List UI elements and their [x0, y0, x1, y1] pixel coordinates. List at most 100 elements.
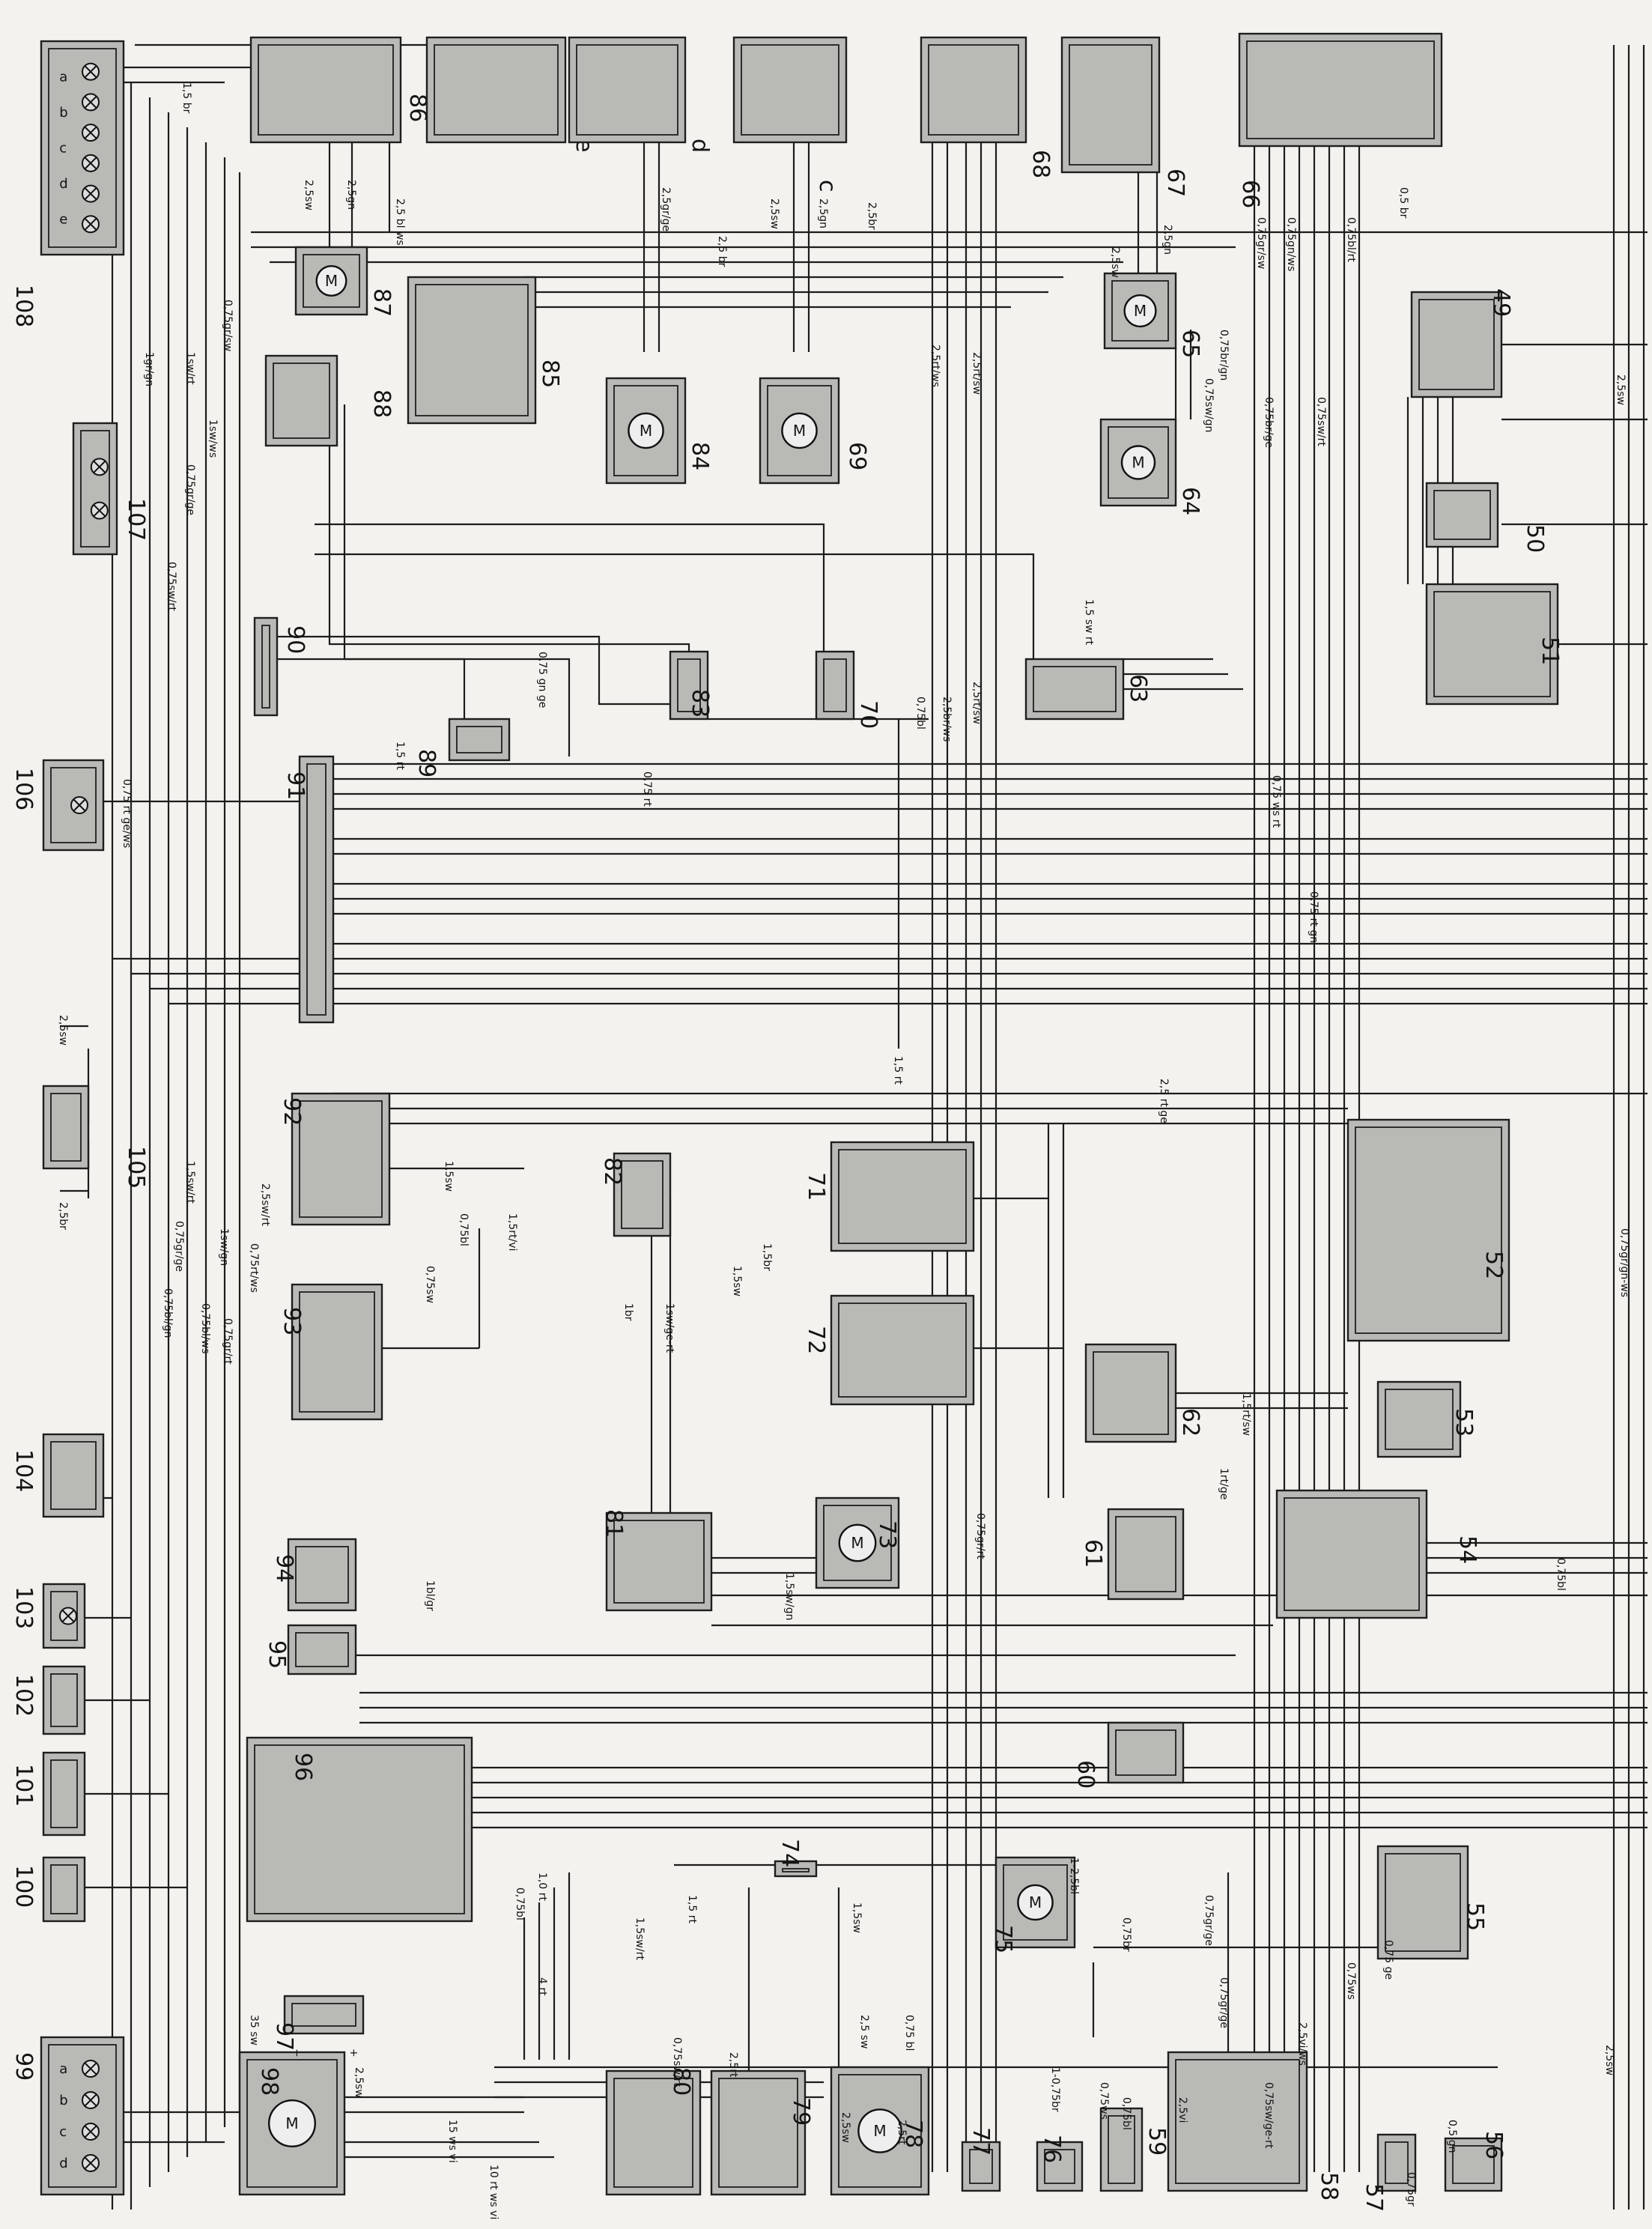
component-box — [42, 1085, 90, 1170]
wire-label: 0,5 br — [1397, 187, 1409, 219]
component-inner-outline — [741, 44, 839, 136]
component-inner-outline — [434, 44, 559, 136]
component-number: 79 — [788, 2097, 814, 2126]
component-number: 108 — [10, 285, 37, 327]
wire-label: 1,5sw — [443, 1161, 455, 1192]
component-inner-outline — [613, 2078, 693, 2188]
component-inner-outline — [295, 1546, 349, 1604]
component-number: 54 — [1454, 1535, 1481, 1564]
wire-label: 2,5rt — [727, 2052, 739, 2078]
wire-label: 0,75bl — [914, 697, 926, 730]
component-67: 67 — [1060, 36, 1188, 197]
component-inner-outline — [1433, 591, 1551, 697]
component-inner-outline — [258, 44, 394, 136]
terminal-letter: c — [59, 2124, 67, 2140]
lamp-cross-icon — [84, 2093, 97, 2107]
wire-label: 0,75sw/rt — [165, 562, 177, 611]
motor-symbol-text: M — [285, 2114, 298, 2132]
component-number: 98 — [256, 2067, 282, 2096]
component-60: 60 — [1072, 1721, 1185, 1789]
wire-label: 0,75ws — [1345, 1962, 1357, 2000]
component-box — [830, 1141, 975, 1252]
component-box — [1376, 1380, 1462, 1458]
terminal-letter: d — [59, 176, 67, 192]
lamp-cross-icon — [84, 95, 97, 109]
terminal-letter: b — [59, 105, 67, 121]
wire-label: 0,75bl — [1120, 2097, 1132, 2130]
component-106: 106 — [10, 759, 105, 852]
lamp-cross-icon — [84, 2156, 97, 2170]
component-inner-outline — [1452, 2145, 1495, 2184]
component-box — [425, 36, 567, 144]
component-104: 104 — [10, 1433, 105, 1518]
wire-label: 0,75gr/ge — [173, 1221, 185, 1272]
component-c: c — [732, 36, 848, 192]
component-number: 70 — [855, 700, 881, 729]
component-94: 94 — [271, 1538, 357, 1612]
component-box — [42, 1433, 105, 1518]
component-91: 91 — [282, 755, 335, 1024]
wire-label: 0,75 gn ge — [536, 652, 548, 708]
component-number: 99 — [10, 2052, 37, 2081]
component-52: 52 — [1346, 1118, 1510, 1342]
component-box — [1238, 32, 1443, 148]
component-number: 87 — [368, 288, 395, 317]
wire-label: 2,5 rt ge — [1158, 1079, 1170, 1123]
component-inner-outline — [767, 385, 832, 476]
wire-label: 1sw/ge-rt — [663, 1303, 675, 1353]
wire-label: 1,5 rt — [686, 1895, 698, 1923]
wire-label: 0,75bl — [458, 1213, 470, 1246]
component-72: 72 — [803, 1294, 975, 1406]
wire-label: 0,75gr/rt — [222, 1318, 234, 1365]
component-68: 68 — [920, 36, 1054, 178]
wire-label: 2,5gn — [817, 198, 829, 228]
wire-label: 2,5br — [866, 202, 878, 230]
component-number: 72 — [803, 1326, 829, 1354]
component-number: 103 — [10, 1586, 37, 1629]
motor-symbol-text: M — [325, 272, 338, 290]
wire-label: 2,5sw — [57, 1015, 69, 1046]
component-86: 86 — [249, 36, 431, 144]
component-number: 53 — [1451, 1408, 1477, 1437]
component-number: 64 — [1177, 487, 1203, 515]
lamp-cross-icon — [84, 186, 97, 201]
wire-label: 0,5 gn — [1446, 2120, 1458, 2153]
component-101: 101 — [10, 1751, 86, 1837]
wire-label: 1-2,5bl — [1068, 1858, 1080, 1894]
component-number: 100 — [10, 1865, 37, 1908]
component-number: c — [814, 180, 840, 192]
wire-label: 0,75br — [1120, 1917, 1132, 1952]
component-box — [1346, 1118, 1510, 1342]
wire-label: 0,75gr/ge — [1218, 1977, 1230, 2028]
wire-label: 1,0 rt — [536, 1872, 548, 1901]
component-number: 84 — [687, 442, 713, 470]
wire-label: 0,75gr/sw — [1255, 217, 1267, 269]
wire-label: 0,75sw/ge-rt — [1263, 2082, 1275, 2149]
motor-symbol-text: M — [640, 422, 652, 440]
component-number: 51 — [1537, 637, 1563, 665]
motor-symbol-text: M — [1134, 302, 1147, 320]
motor-icon — [268, 2099, 317, 2147]
component-107: 107 — [72, 422, 149, 556]
wire-label: 0,75 bl — [903, 2015, 915, 2051]
component-number: 56 — [1481, 2131, 1507, 2159]
wire-label: 1sw/rt — [184, 352, 196, 385]
component-number: 68 — [1027, 150, 1054, 178]
component-box — [42, 1751, 86, 1837]
motor-symbol-text: M — [1029, 1893, 1042, 1911]
component-inner-outline — [299, 1291, 375, 1413]
component-box — [298, 755, 335, 1024]
wire-label: 2,5rt — [896, 2120, 908, 2145]
motor-icon — [315, 265, 347, 297]
component-number: 101 — [10, 1764, 37, 1807]
component-inner-outline — [1115, 1516, 1176, 1592]
component-inner-outline — [823, 658, 847, 712]
lamp-cross-icon — [93, 503, 106, 518]
wire-label: 1,5sw/rt — [634, 1917, 646, 1960]
component-84: M 84 — [605, 377, 713, 485]
component-d: d — [568, 36, 713, 153]
wire-label: 0,75gr/ge — [184, 464, 196, 515]
component-55: 55 — [1376, 1845, 1488, 1960]
